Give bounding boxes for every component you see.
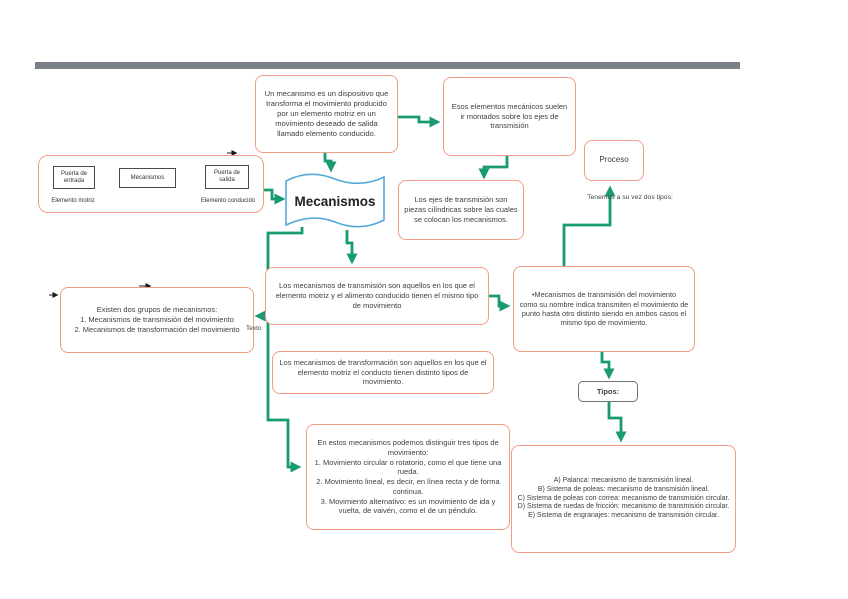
top-divider-bar — [35, 62, 740, 69]
arrow-detail-to-proceso — [562, 185, 616, 266]
node-types-list: A) Palanca: mecanismo de transmisión lin… — [511, 445, 736, 553]
flowchart-output-box: Puerta de salida — [205, 165, 249, 189]
flowchart-label-motriz: Elemento motriz — [51, 198, 95, 204]
node-elements-mounted: Esos elementos mecánicos suelen ir monta… — [443, 77, 576, 156]
label-two-types: Tenemos a su vez dos tipos: — [587, 194, 673, 201]
arrow-tipos-to-typeslist — [607, 402, 627, 443]
label-texto: Texto — [246, 325, 262, 332]
flag-shape — [285, 173, 385, 228]
arrow-elements-to-axes — [478, 156, 509, 180]
flowchart-input-box: Puerta de entrada — [53, 166, 95, 189]
arrow-flag-to-transmission — [345, 230, 358, 265]
arrow-detail-to-tipos — [600, 351, 615, 380]
node-mecanismos-flag: Mecanismos — [283, 170, 387, 232]
node-movement-types: En estos mecanismos podemos distinguir t… — [306, 424, 510, 530]
node-axes: Los ejes de transmisión son piezas cilín… — [398, 180, 524, 240]
node-transmission-detail: •Mecanismos de transmisión del movimient… — [513, 266, 695, 352]
flowchart-label-conducido: Elemento conducido — [200, 198, 256, 204]
node-groups: Existen dos grupos de mecanismos: 1. Mec… — [60, 287, 254, 353]
arrow-definition-to-flag — [323, 152, 337, 173]
node-tipos: Tipos: — [578, 381, 638, 402]
flowchart-process-box: Mecanismos — [119, 168, 176, 188]
arrow-definition-to-elements — [397, 115, 441, 128]
node-definition: Un mecanismo es un dispositivo que trans… — [255, 75, 398, 153]
node-proceso: Proceso — [584, 140, 644, 181]
node-transformation-def: Los mecanismos de transformación son aqu… — [272, 351, 494, 394]
flag-title: Mecanismos — [294, 193, 376, 209]
arrow-flowchart-to-flag — [262, 188, 286, 205]
node-transmission-def: Los mecanismos de transmisión son aquell… — [265, 267, 489, 325]
arrow-transmission-to-detail — [489, 294, 511, 312]
arrow-flag-trunk-to-movements — [266, 227, 304, 473]
